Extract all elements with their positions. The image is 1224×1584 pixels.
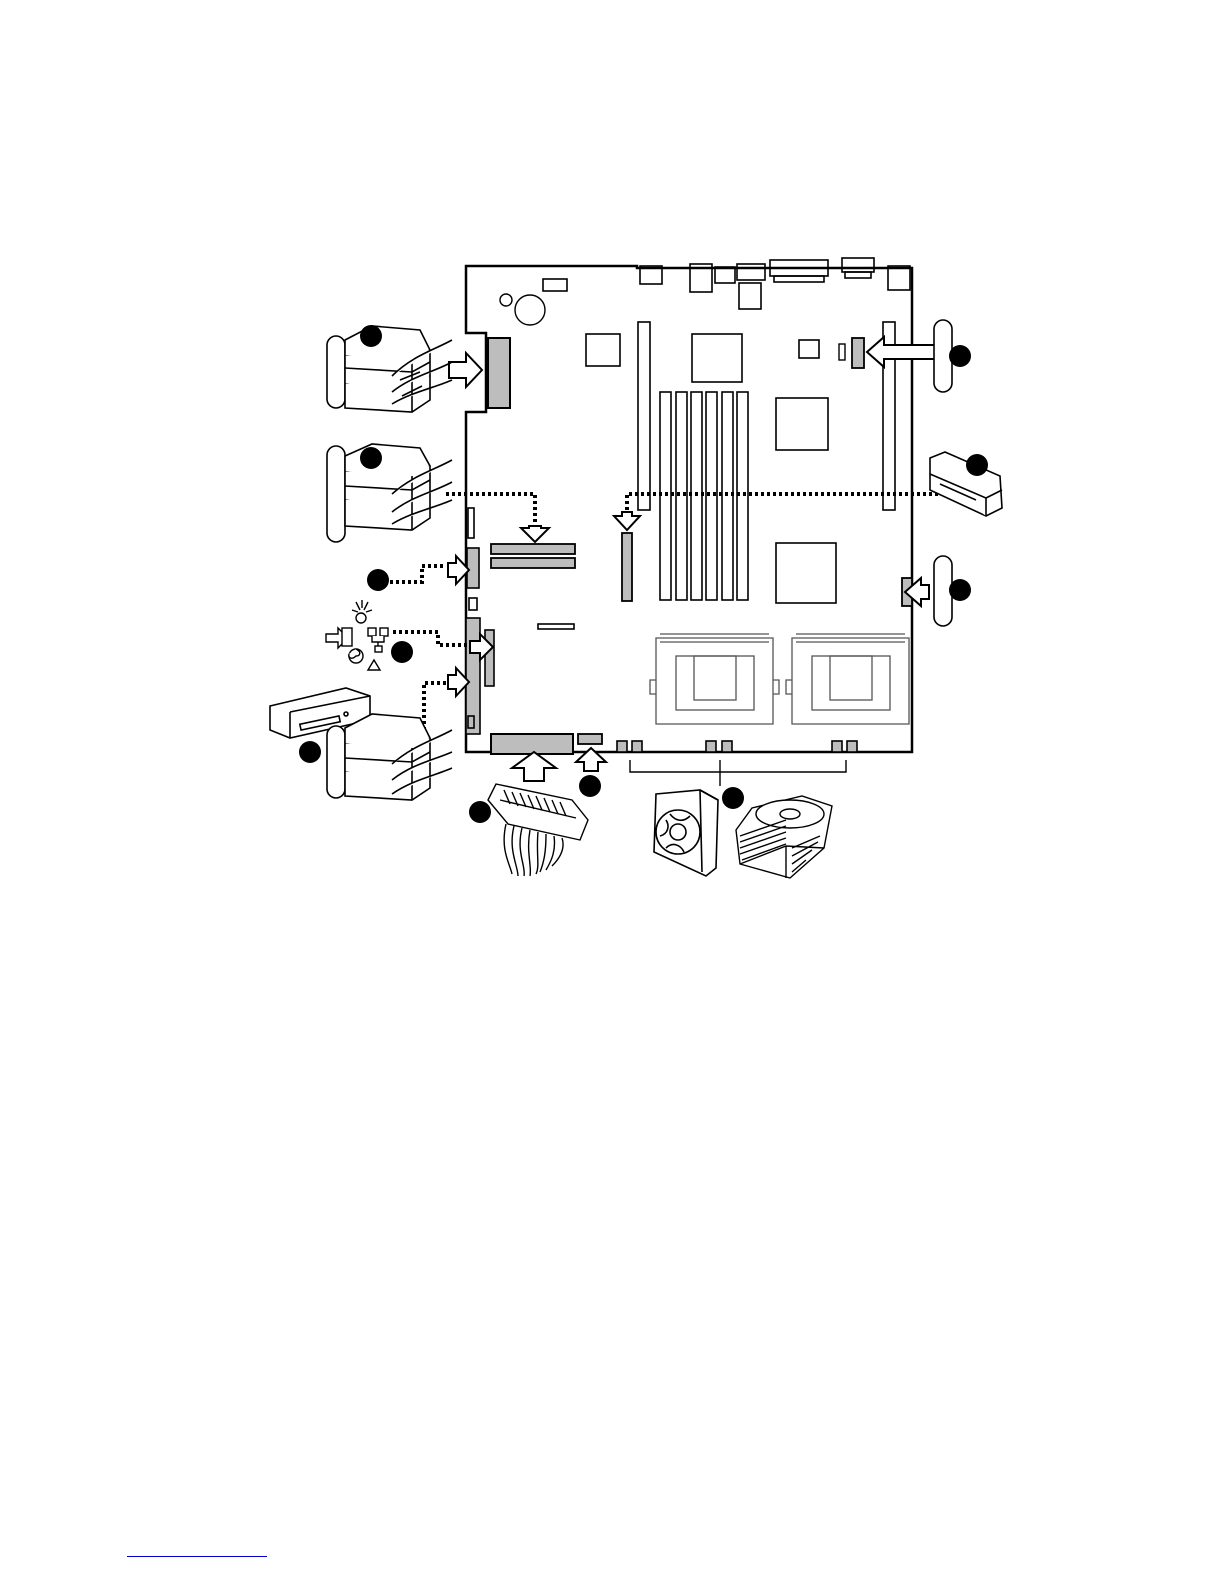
- callout-front-panel: [391, 641, 413, 663]
- arrow-icon: [521, 526, 549, 542]
- arrow-icon: [449, 353, 482, 387]
- front-panel-status-icon: [326, 600, 388, 670]
- scsi-connector-a: [488, 338, 510, 408]
- power-connector-icon: [488, 784, 588, 876]
- ide-connector-secondary: [491, 558, 575, 568]
- warning-icon: [368, 660, 380, 670]
- fan-header-bracket: [630, 760, 846, 786]
- arrow-icon: [867, 337, 935, 367]
- speaker-icon: [515, 295, 545, 325]
- pci-slot-long: [638, 322, 650, 510]
- processor-heatsink-icon: [736, 796, 832, 878]
- left-edge-headers: [466, 508, 574, 734]
- callout-aux-power: [579, 775, 601, 797]
- processor-socket-2: [786, 634, 909, 724]
- hard-drive-stack-icon: [327, 444, 452, 542]
- arrow-icon: [512, 752, 556, 781]
- hard-drive-stack-icon: [327, 326, 452, 412]
- floppy-connector: [622, 533, 632, 601]
- board-outline: [466, 266, 912, 752]
- footnote-rule: [127, 1556, 267, 1557]
- callout-atx-power: [469, 801, 491, 823]
- callout-connector-a: [367, 569, 389, 591]
- right-header-upper: [852, 338, 864, 368]
- callout-scsi-drives: [360, 325, 382, 347]
- arrow-icon: [614, 512, 640, 530]
- server-board: [466, 258, 912, 786]
- callout-cdrom-drives: [299, 741, 321, 763]
- fan-headers: [617, 741, 857, 752]
- callout-right-connector-upper: [949, 345, 971, 367]
- atx-power-connector: [491, 734, 573, 754]
- ide-connector-primary: [491, 544, 575, 554]
- callout-right-connector-lower: [949, 579, 971, 601]
- processor-socket-1: [650, 634, 779, 724]
- floppy-drive-icon: [930, 452, 1002, 516]
- aux-power-connector: [578, 734, 602, 744]
- callout-ide-drives: [360, 447, 382, 469]
- battery-icon: [500, 294, 512, 306]
- right-small-connector: [839, 344, 845, 360]
- system-fan-icon: [654, 790, 718, 876]
- callout-fans-heatsink: [722, 787, 744, 809]
- hard-drive-stack-icon: [327, 714, 452, 800]
- callout-floppy-drive: [966, 454, 988, 476]
